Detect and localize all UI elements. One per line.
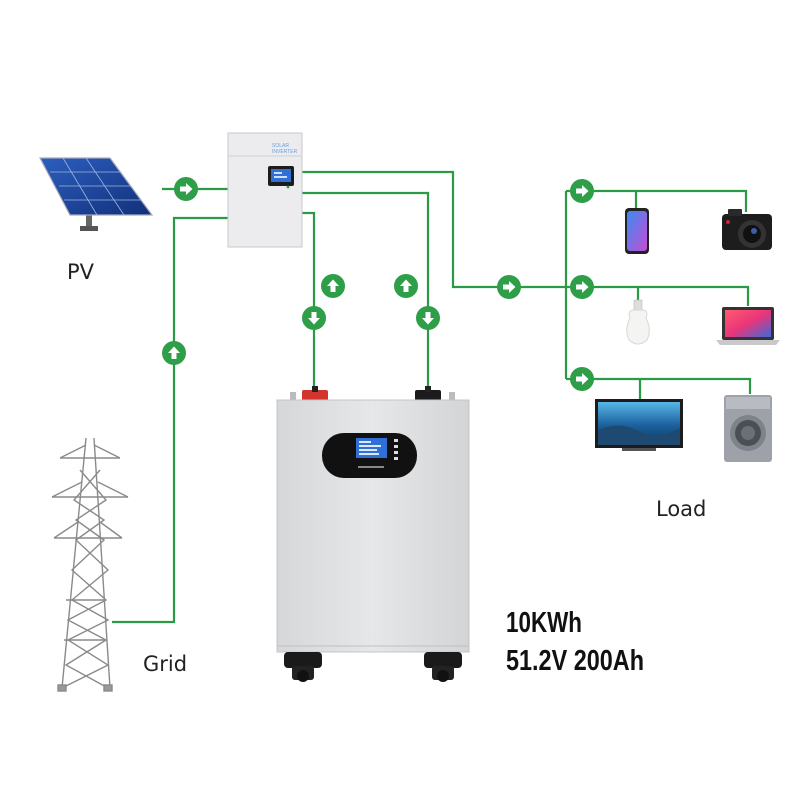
wire-branch-top [566,189,748,212]
wire-battery-1 [302,211,316,393]
arrow-down-icon [416,306,440,330]
wire-branch-middle [566,285,750,306]
camera-icon [722,209,772,250]
arrow-up-icon [162,341,186,365]
load-label: Load [656,497,706,521]
washing-machine-icon [724,395,772,462]
battery-cabinet [276,386,470,682]
arrow-right-icon [570,179,594,203]
arrow-up-icon [394,274,418,298]
laptop-icon [716,307,780,345]
arrow-right-icon [570,275,594,299]
battery-capacity: 10KWh [506,607,582,639]
wire-branch-bottom [566,377,752,394]
wire-grid [112,216,228,624]
battery-rating: 51.2V 200Ah [506,645,644,677]
arrow-up-icon [321,274,345,298]
television-icon [595,399,683,451]
arrow-right-icon [570,367,594,391]
inverter [227,132,303,248]
solar-panel-icon [39,157,154,231]
inverter-brand-line2: INVERTER [272,149,298,155]
light-bulb-icon [626,299,650,345]
arrow-right-icon [174,177,198,201]
flow-arrows [162,177,594,391]
arrow-down-icon [302,306,326,330]
inverter-brand-line1: SOLAR [272,143,289,149]
arrow-right-icon [497,275,521,299]
pv-label: PV [67,260,95,284]
wire-load-feed [302,170,566,289]
grid-label: Grid [143,652,187,676]
smartphone-icon [625,208,649,254]
power-tower-icon [51,437,129,692]
